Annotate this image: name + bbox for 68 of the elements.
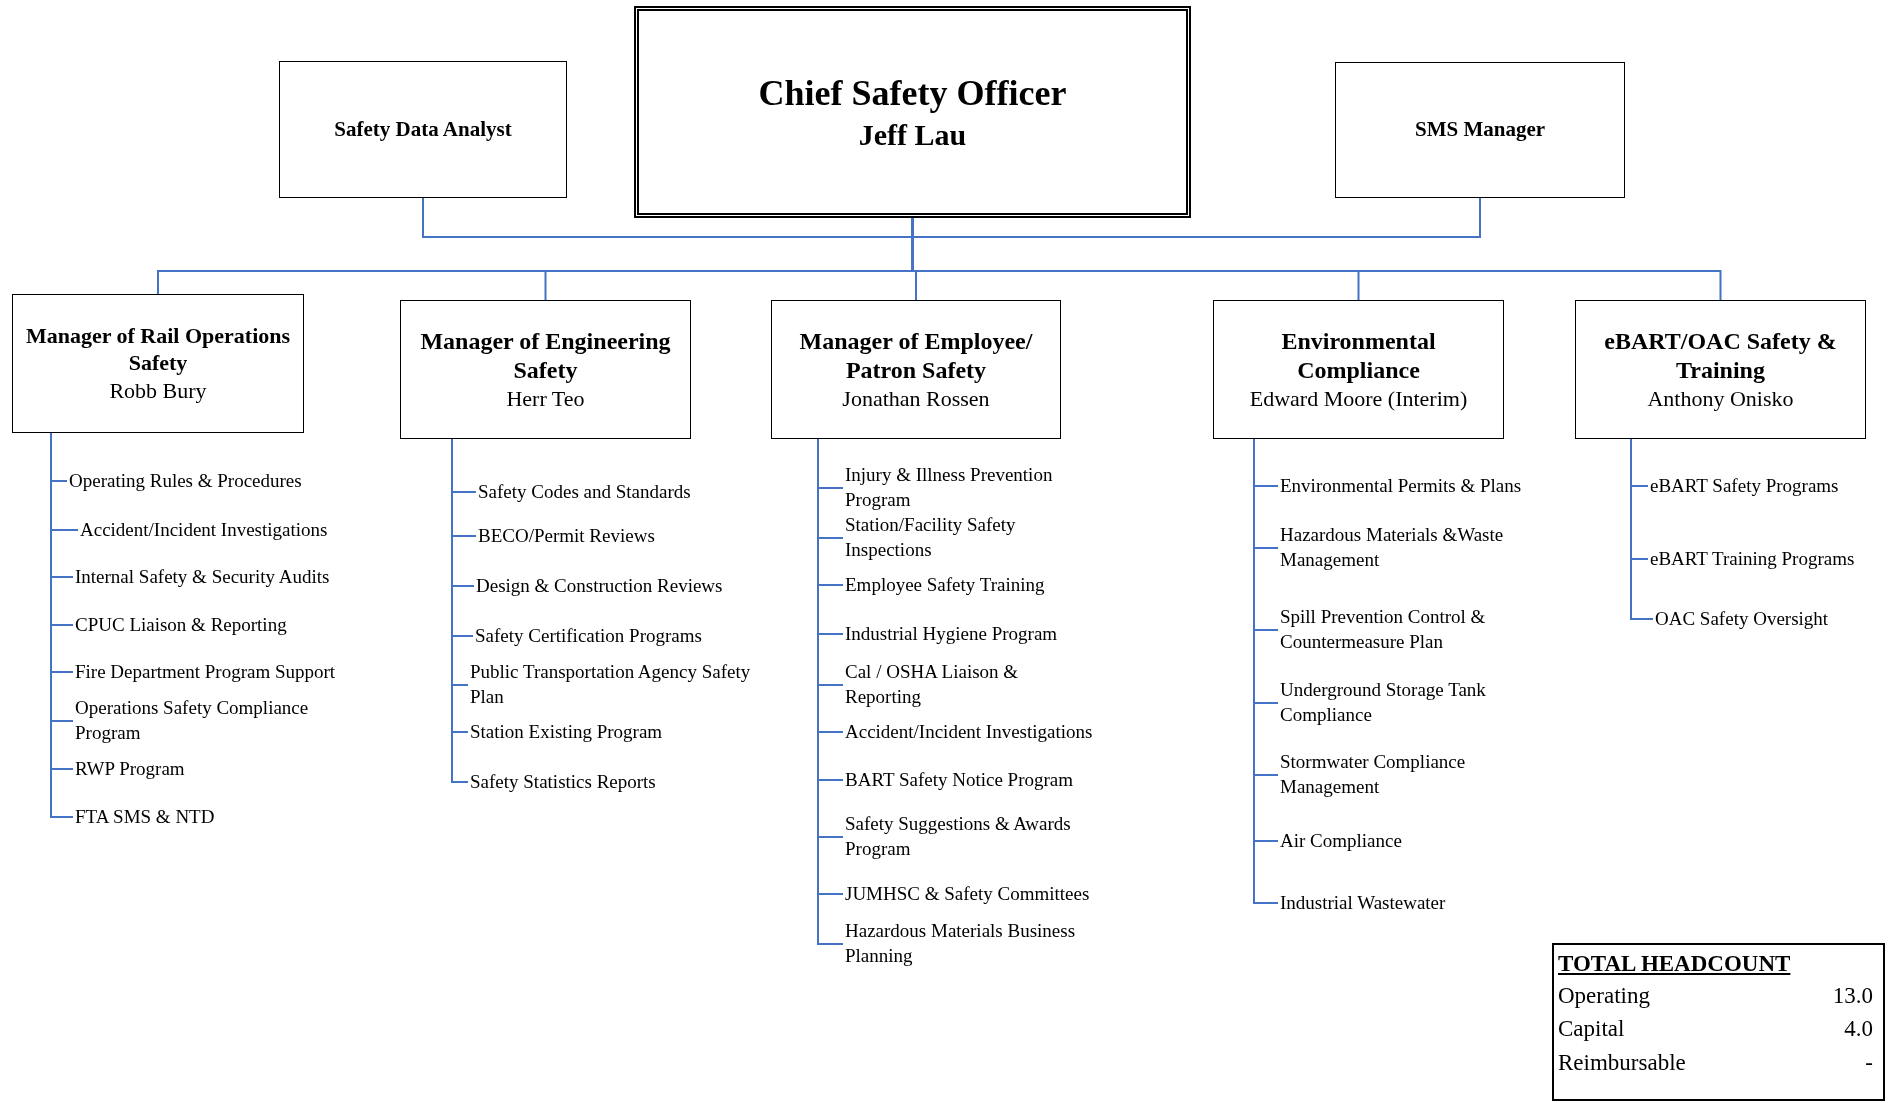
role-title: Manager of Engineering Safety xyxy=(419,326,672,385)
role-title: Chief Safety Officer xyxy=(757,72,1068,116)
person-name: Jonathan Rossen xyxy=(842,386,990,413)
duty-text: Safety Certification Programs xyxy=(475,623,702,649)
headcount-value: - xyxy=(1865,1048,1873,1077)
role-title: Environmental Compliance xyxy=(1280,326,1437,385)
duty-text: Design & Construction Reviews xyxy=(476,573,723,599)
role-box xyxy=(12,294,304,433)
duty-text: Environmental Permits & Plans xyxy=(1280,473,1522,499)
duty-text: eBART Safety Programs xyxy=(1650,473,1839,499)
duty-text: Fire Department Program Support xyxy=(75,659,336,685)
duty-text: Station/Facility Safety Inspections xyxy=(845,513,1085,563)
role-box xyxy=(400,300,691,439)
headcount-category: Operating xyxy=(1558,982,1650,1010)
duty-text: Operating Rules & Procedures xyxy=(69,468,302,494)
duty-text: Safety Suggestions & Awards Program xyxy=(845,812,1120,862)
duty-text: Cal / OSHA Liaison & Reporting xyxy=(845,660,1085,710)
person-name: Herr Teo xyxy=(506,386,585,413)
duty-text: Internal Safety & Security Audits xyxy=(75,564,330,590)
duty-text: Station Existing Program xyxy=(470,719,663,745)
role-title: Manager of Rail Operations Safety xyxy=(24,323,292,376)
duty-text: Accident/Incident Investigations xyxy=(845,719,1093,745)
duty-text: CPUC Liaison & Reporting xyxy=(75,612,287,638)
duty-text: Underground Storage Tank Compliance xyxy=(1280,678,1530,728)
duty-text: Injury & Illness Prevention Program xyxy=(845,463,1110,513)
connector-line xyxy=(1630,438,1654,620)
duty-text: Industrial Hygiene Program xyxy=(845,621,1058,647)
duty-text: Employee Safety Training xyxy=(845,572,1045,598)
role-title: Safety Data Analyst xyxy=(333,116,513,143)
person-name: Anthony Onisko xyxy=(1647,386,1794,413)
headcount-value: 13.0 xyxy=(1832,982,1873,1010)
role-box xyxy=(1335,62,1625,198)
person-name: Edward Moore (Interim) xyxy=(1249,386,1468,413)
connector-line xyxy=(911,197,1481,238)
duty-text: JUMHSC & Safety Committees xyxy=(845,881,1090,907)
duty-text: Industrial Wastewater xyxy=(1280,890,1446,916)
duty-text: Hazardous Materials &Waste Management xyxy=(1280,523,1555,573)
duty-text: OAC Safety Oversight xyxy=(1655,606,1829,632)
person-name: Jeff Lau xyxy=(858,117,967,152)
duty-text: RWP Program xyxy=(75,756,185,782)
person-name: Robb Bury xyxy=(109,377,207,404)
headcount-category: Reimbursable xyxy=(1558,1048,1686,1077)
role-box xyxy=(771,300,1061,439)
role-box xyxy=(634,6,1191,218)
duty-text: Operations Safety Compliance Program xyxy=(75,696,375,746)
headcount-value: 4.0 xyxy=(1844,1015,1873,1044)
duty-text: Safety Codes and Standards xyxy=(478,479,691,505)
headcount-table xyxy=(1552,943,1885,1101)
duty-text: Spill Prevention Control & Countermeasure Plan xyxy=(1280,605,1530,655)
role-title: eBART/OAC Safety & Training xyxy=(1603,326,1838,385)
duty-text: eBART Training Programs xyxy=(1650,546,1855,572)
role-title: Manager of Employee/ Patron Safety xyxy=(798,326,1034,385)
duty-text: Hazardous Materials Business Planning xyxy=(845,919,1120,969)
role-box xyxy=(1213,300,1504,439)
duty-text: Accident/Incident Investigations xyxy=(80,517,328,543)
role-box xyxy=(279,61,567,198)
duty-text: BART Safety Notice Program xyxy=(845,767,1074,793)
duty-text: Public Transportation Agency Safety Plan xyxy=(470,660,760,710)
duty-text: Stormwater Compliance Management xyxy=(1280,750,1515,800)
duty-text: BECO/Permit Reviews xyxy=(478,523,655,549)
duty-text: Safety Statistics Reports xyxy=(470,769,656,795)
duty-text: FTA SMS & NTD xyxy=(75,804,215,830)
headcount-category: Capital xyxy=(1558,1015,1625,1044)
connector-line xyxy=(422,197,914,238)
duty-text: Air Compliance xyxy=(1280,828,1402,854)
role-box xyxy=(1575,300,1866,439)
role-title: SMS Manager xyxy=(1413,117,1547,143)
table-heading: TOTAL HEADCOUNT xyxy=(1558,951,1791,977)
